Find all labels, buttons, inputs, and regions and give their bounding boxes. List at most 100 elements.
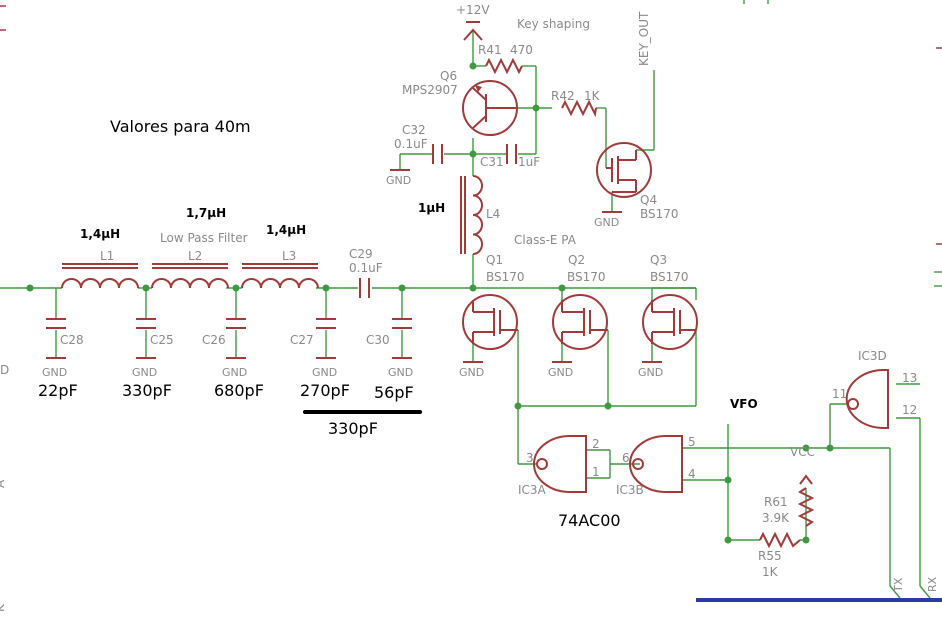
- q3-ref: Q3: [650, 253, 667, 267]
- edge-fragment-a: A: [0, 479, 7, 488]
- cap-c28-ref: C28: [60, 333, 84, 347]
- transistor-q2: [552, 294, 608, 350]
- inductor-l2: [151, 263, 229, 289]
- ic3d-ref: IC3D: [858, 349, 887, 363]
- gnd-c30: GND: [388, 366, 413, 379]
- key-out-label: KEY_OUT: [637, 11, 651, 66]
- ic3b-pin-5: 5: [688, 435, 696, 449]
- ic3d-pin-13: 13: [902, 371, 917, 385]
- gnd-c26: GND: [222, 366, 247, 379]
- gnd-q2: GND: [548, 366, 573, 379]
- capacitor-c32: [432, 144, 443, 164]
- correction-value: 330pF: [328, 419, 378, 438]
- r61-ref: R61: [764, 495, 788, 509]
- cap-c25-value: 330pF: [122, 381, 172, 400]
- capacitor-c31: [506, 144, 517, 164]
- cap-c29-ref: C29: [349, 247, 373, 261]
- resistor-r55: [759, 531, 801, 549]
- transistor-q4: [596, 142, 652, 198]
- capacitor-c30: [392, 318, 412, 329]
- resistor-r42: [561, 99, 597, 118]
- edge-marks: [0, 5, 942, 245]
- inductor-l1-value: 1,4µH: [80, 227, 120, 241]
- cap-c30-value: 56pF: [374, 383, 414, 402]
- r41-ref: R41: [478, 43, 502, 57]
- c31-ref: C31: [480, 155, 504, 169]
- inductor-l3-value: 1,4µH: [266, 223, 306, 237]
- inductor-l1: [61, 263, 139, 289]
- nand-gate-ic3b: [629, 435, 683, 493]
- cap-c30-ref: C30: [366, 333, 390, 347]
- transistor-q6: [462, 80, 518, 136]
- l4-value: 1µH: [418, 201, 445, 215]
- gnd-q4: GND: [594, 216, 619, 229]
- capacitor-c28: [46, 318, 66, 329]
- wires: [0, 0, 942, 599]
- c31-value: 1uF: [518, 155, 540, 169]
- edge-fragment-d: D: [0, 363, 9, 377]
- r61-value: 3.9K: [762, 511, 790, 525]
- tx-label: TX: [892, 577, 905, 593]
- r55-ref: R55: [758, 549, 782, 563]
- resistor-r61: [797, 474, 815, 527]
- c32-value: 0.1uF: [394, 137, 428, 151]
- ic3b-pin-6: 6: [622, 451, 630, 465]
- nand-gate-ic3a: [533, 435, 587, 493]
- filter-section-label: Low Pass Filter: [160, 231, 248, 245]
- cap-c26-value: 680pF: [214, 381, 264, 400]
- vfo-label: VFO: [730, 397, 758, 411]
- key-shaping-label: Key shaping: [517, 17, 590, 31]
- inductor-l1-ref: L1: [100, 249, 114, 263]
- ic3b-pin-4: 4: [688, 467, 696, 481]
- ic3a-pin-3: 3: [526, 451, 534, 465]
- inductor-l4: [460, 175, 483, 255]
- resistor-r41: [485, 57, 523, 75]
- supply-label: +12V: [456, 3, 490, 17]
- cap-c27-value: 270pF: [300, 381, 350, 400]
- cap-c29-value: 0.1uF: [349, 261, 383, 275]
- supply-arrow-icon: [463, 21, 483, 41]
- r41-value: 470: [510, 43, 533, 57]
- transistor-q3: [642, 294, 698, 350]
- r42-value: 1K: [584, 89, 601, 103]
- ic3d-pin-12: 12: [902, 403, 917, 417]
- pa-section-label: Class-E PA: [514, 233, 577, 247]
- r55-value: 1K: [762, 565, 779, 579]
- q2-part: BS170: [567, 270, 606, 284]
- inductor-l2-value: 1,7µH: [186, 206, 226, 220]
- q3-part: BS170: [650, 270, 689, 284]
- gnd-q3: GND: [638, 366, 663, 379]
- q1-part: BS170: [486, 270, 525, 284]
- cap-c26-ref: C26: [202, 333, 226, 347]
- capacitor-c25: [136, 318, 156, 329]
- chip-label: 74AC00: [558, 511, 621, 530]
- ic3b-ref: IC3B: [616, 483, 644, 497]
- capacitor-c26: [226, 318, 246, 329]
- inductor-l3: [241, 263, 319, 289]
- junction-dots: [26, 62, 834, 544]
- ic3d-pin-11: 11: [832, 387, 847, 401]
- gnd-c32: GND: [386, 174, 411, 187]
- edge-fragment-k: K: [0, 603, 7, 612]
- ground-symbols: [46, 169, 662, 363]
- gnd-q1: GND: [459, 366, 484, 379]
- cap-c28-value: 22pF: [38, 381, 78, 400]
- inductor-l3-ref: L3: [282, 249, 296, 263]
- q6-ref: Q6: [440, 69, 457, 83]
- gnd-c27: GND: [312, 366, 337, 379]
- diagram-title: Valores para 40m: [110, 117, 251, 136]
- capacitor-c29: [359, 278, 370, 298]
- r42-ref: R42: [551, 89, 575, 103]
- q2-ref: Q2: [568, 253, 585, 267]
- ic3a-pin-2: 2: [592, 437, 600, 451]
- gnd-c25: GND: [132, 366, 157, 379]
- q4-ref: Q4: [640, 193, 657, 207]
- q6-part: MPS2907: [402, 83, 458, 97]
- cap-c25-ref: C25: [150, 333, 174, 347]
- gnd-c28: GND: [42, 366, 67, 379]
- l4-ref: L4: [486, 207, 500, 221]
- nand-gate-ic3d: [845, 369, 889, 429]
- transistor-q1: [462, 294, 518, 350]
- ic3a-pin-1: 1: [592, 465, 600, 479]
